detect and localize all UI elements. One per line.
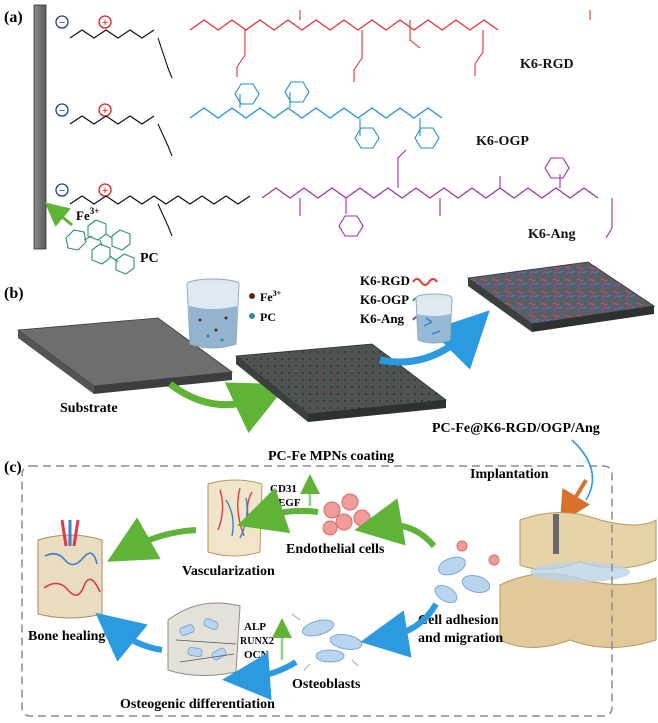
arrow-endothelial-to-vascular (237, 487, 319, 534)
legend-k6-rgd: K6-RGD (360, 273, 410, 288)
substrate-label: Substrate (60, 401, 118, 416)
beaker-fe-pc-icon (186, 278, 240, 349)
adhesion-label-line1: Cell adhesion (418, 613, 499, 628)
osteogenic-label: Osteogenic differentiation (120, 697, 275, 712)
implant-icon (553, 514, 559, 554)
panel-label-c: (c) (4, 459, 22, 476)
substrate-bar (33, 4, 47, 250)
rgd-peptide-backbone (189, 19, 499, 31)
panel-c-dashed-frame (21, 465, 613, 717)
vascularized-bone-icon (207, 479, 263, 557)
ang-peptide-backbone (261, 187, 599, 199)
osteoblasts-label: Osteoblasts (292, 677, 361, 692)
mpn-coated-plate (234, 343, 448, 422)
panel-label-a: (a) (4, 9, 23, 26)
positive-charge-sign: + (102, 185, 108, 197)
phenyl-ring-icon (234, 83, 260, 105)
marker-cd31: CD31 (270, 483, 297, 495)
ogp-peptide-backbone (189, 107, 443, 119)
negative-charge-sign: − (59, 17, 65, 29)
implantation-arrow (559, 478, 590, 524)
beaker-pc-label: PC (260, 310, 276, 324)
label-k6-rgd: K6-RGD (520, 57, 574, 72)
pc-dot-icon (249, 313, 255, 319)
arrow-osteoblasts-to-osteo (222, 652, 298, 701)
label-k6-ang: K6-Ang (528, 227, 575, 242)
endothelial-cells-icon (322, 493, 371, 536)
positive-charge-icon (98, 15, 112, 29)
phenyl-ring-icon (338, 215, 364, 237)
marker-vegf: VEGF (270, 497, 301, 509)
row-k6-ang: − + K6-Ang (55, 149, 613, 242)
arrow-to-mpn (167, 381, 288, 434)
phenyl-ring-icon (544, 157, 570, 179)
label-k6-ogp: K6-OGP (476, 134, 529, 149)
implantation-label: Implantation (470, 467, 549, 482)
arrow-osteo-to-bone (95, 612, 163, 662)
row-k6-ogp: − + K6-OGP (55, 81, 529, 157)
marker-runx2: RUNX2 (240, 636, 274, 647)
panel-label-b: (b) (4, 285, 24, 302)
knee-joint-icon (499, 512, 657, 648)
arrow-vascular-to-bone (107, 517, 197, 562)
mpn-coating-label: PC-Fe MPNs coating (268, 449, 394, 464)
lysine-side-chain (157, 123, 173, 157)
fe-dot-icon (249, 293, 255, 299)
pc-label: PC (140, 251, 159, 266)
fe-coordination-arrow (44, 202, 73, 227)
bone-healing-icon (37, 519, 103, 619)
row-k6-rgd: − + K6-RGD (55, 10, 591, 82)
arrow-to-final (379, 310, 490, 370)
legend-k6-ogp: K6-OGP (360, 292, 409, 307)
adhesion-label-line2: and migration (418, 631, 503, 646)
final-coating-label: PC-Fe@K6-RGD/OGP/Ang (432, 421, 600, 436)
positive-charge-sign: + (102, 105, 108, 117)
phenyl-ring-icon (414, 127, 440, 149)
k6-chain (69, 115, 155, 125)
negative-charge-icon (55, 103, 69, 117)
rgd-squiggle-icon (412, 278, 438, 286)
arrow-adhesion-to-osteoblasts (360, 602, 439, 658)
implantation-connector (571, 439, 594, 501)
vascularization-label: Vascularization (182, 564, 275, 579)
osteoblasts-icon (291, 613, 373, 671)
ang-side-chains (299, 149, 613, 239)
ogp-side-chains (239, 92, 421, 136)
k6-chain (69, 29, 155, 39)
bone-healing-label: Bone healing (28, 629, 105, 644)
beaker-peptides-icon (415, 293, 453, 344)
negative-charge-icon (55, 183, 69, 197)
arrow-adhesion-to-endothelial (354, 498, 437, 548)
phenyl-ring-icon (284, 81, 310, 103)
negative-charge-sign: − (59, 105, 65, 117)
marker-alp: ALP (244, 621, 266, 633)
cell-adhesion-icon (434, 540, 500, 604)
lysine-side-chain (157, 203, 173, 237)
phenyl-ring-icon (354, 127, 380, 149)
negative-charge-icon (55, 15, 69, 29)
substrate-plate (16, 317, 234, 394)
negative-charge-sign: − (59, 185, 65, 197)
endothelial-label: Endothelial cells (286, 542, 385, 557)
pc-molecule-icon (65, 219, 135, 275)
legend-k6-ang: K6-Ang (360, 311, 405, 326)
marker-ocn: OCN (244, 649, 269, 661)
k6-linker-chain (69, 195, 251, 205)
rgd-side-chains (236, 10, 591, 82)
beaker-fe-label: Fe3+ (260, 289, 282, 304)
lysine-side-chain (157, 37, 173, 79)
positive-charge-sign: + (102, 17, 108, 29)
osteogenic-differentiation-icon (167, 602, 241, 677)
fe-ion-label: Fe3+ (76, 206, 99, 223)
functionalized-plate (466, 261, 656, 332)
